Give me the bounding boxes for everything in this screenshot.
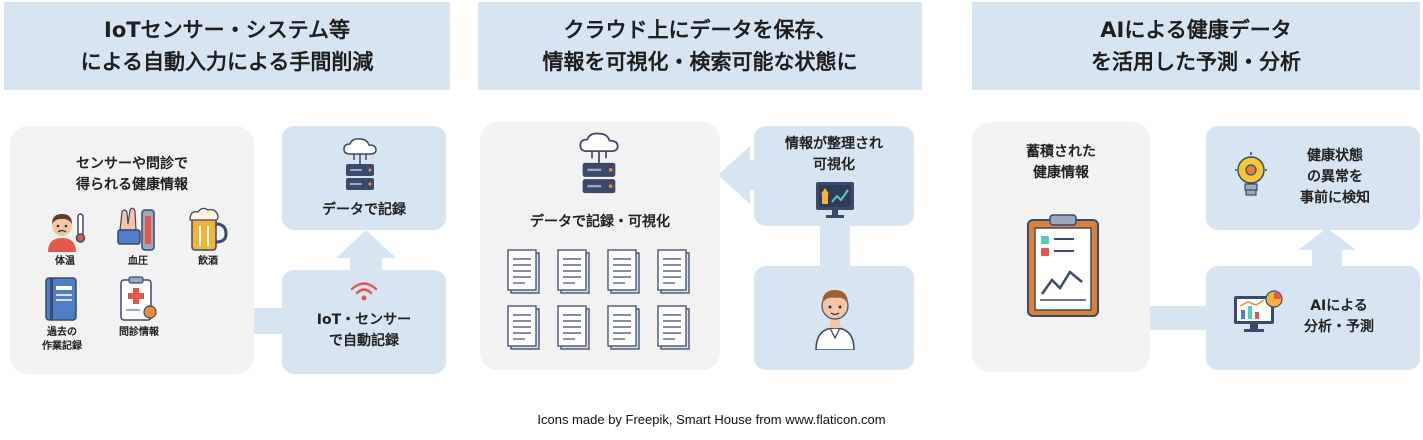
document-icon bbox=[507, 249, 540, 294]
document-icon bbox=[657, 305, 690, 350]
work-record-book-icon bbox=[45, 277, 77, 321]
header-col3: AIによる健康データ を活用した予測・分析 bbox=[972, 2, 1420, 90]
connector-col3-horizontal bbox=[1148, 306, 1208, 330]
item-blood-pressure: 血圧 bbox=[128, 256, 148, 267]
cloud-server-icon-large bbox=[579, 132, 619, 194]
health-info-title: センサーや問診で 得られる健康情報 bbox=[76, 156, 188, 193]
ai-analysis-label: AIによる 分析・予測 bbox=[1304, 298, 1374, 335]
person-thermometer-icon bbox=[48, 213, 86, 252]
connector-col2-vertical bbox=[820, 224, 850, 270]
iot-sensor-label: IoT・センサー で自動記録 bbox=[316, 312, 412, 349]
accumulated-health-label: 蓄積された 健康情報 bbox=[1026, 144, 1096, 181]
document-icon bbox=[557, 305, 590, 350]
document-icon bbox=[607, 305, 640, 350]
document-grid bbox=[506, 248, 696, 358]
monitor-dashboard-icon bbox=[816, 182, 854, 218]
iot-sensor-box bbox=[282, 270, 446, 374]
clipboard-chart-icon bbox=[1027, 214, 1099, 317]
item-questionnaire: 問診情報 bbox=[119, 327, 159, 338]
beer-mug-icon bbox=[189, 207, 228, 251]
connector-col1-horizontal bbox=[250, 308, 286, 334]
connector-col1-vertical bbox=[350, 254, 382, 272]
header-col3-text: AIによる健康データ を活用した予測・分析 bbox=[1091, 18, 1301, 74]
document-icon bbox=[607, 249, 640, 294]
arrow-up-col3 bbox=[1298, 228, 1356, 250]
item-body-temp: 体温 bbox=[55, 256, 75, 267]
arrow-left-col2 bbox=[718, 146, 750, 204]
organized-info-label: 情報が整理され 可視化 bbox=[785, 136, 883, 173]
item-drinking: 飲酒 bbox=[198, 256, 218, 267]
header-col2: クラウド上にデータを保存、 情報を可視化・検索可能な状態に bbox=[478, 2, 922, 90]
ai-monitor-chart-icon bbox=[1234, 290, 1283, 332]
icon-credit-text: Icons made by Freepik, Smart House from … bbox=[537, 412, 886, 427]
cloud-data-label: データで記録・可視化 bbox=[530, 214, 670, 230]
wifi-signal-icon bbox=[350, 282, 378, 301]
medical-questionnaire-icon bbox=[120, 276, 157, 321]
header-col1: IoTセンサー・システム等 による自動入力による手間削減 bbox=[4, 2, 450, 90]
lightbulb-gear-icon bbox=[1235, 152, 1267, 196]
document-icon bbox=[507, 305, 540, 350]
anomaly-detect-label: 健康状態 の異常を 事前に検知 bbox=[1300, 148, 1370, 206]
item-work-record: 過去の 作業記録 bbox=[42, 327, 82, 352]
arrow-up-col1 bbox=[336, 230, 396, 258]
document-icon bbox=[657, 249, 690, 294]
blood-pressure-icon bbox=[117, 207, 155, 251]
document-icon bbox=[557, 249, 590, 294]
data-record-label: データで記録 bbox=[322, 202, 406, 218]
header-col2-text: クラウド上にデータを保存、 情報を可視化・検索可能な状態に bbox=[542, 18, 858, 74]
header-col1-text: IoTセンサー・システム等 による自動入力による手間削減 bbox=[80, 18, 374, 74]
person-user-icon bbox=[815, 290, 855, 350]
cloud-server-icon bbox=[343, 138, 377, 190]
